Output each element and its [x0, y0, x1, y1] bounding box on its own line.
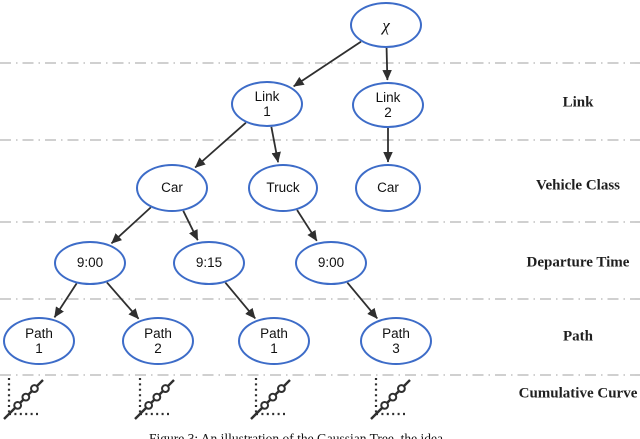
- node-label: Truck: [266, 180, 300, 196]
- tree-node-departure-900-2: 9:00: [295, 241, 367, 285]
- tree-node-path-1b: Path 1: [238, 317, 310, 365]
- tree-node-truck: Truck: [248, 164, 318, 212]
- node-label: Car: [161, 180, 183, 196]
- tree-edge: [194, 121, 247, 169]
- band-label-cumulative-curve: Cumulative Curve: [518, 385, 638, 402]
- node-label: 9:00: [317, 255, 345, 271]
- tree-node-path-2: Path 2: [122, 317, 194, 365]
- node-label: Path 2: [144, 325, 172, 356]
- tree-edge: [382, 47, 392, 81]
- cumulative-curve-icon: [370, 378, 411, 420]
- node-label: Link 1: [254, 88, 280, 119]
- band-label-path: Path: [563, 328, 593, 345]
- tree-node-root: χ: [350, 2, 422, 48]
- band-label-vehicle-class: Vehicle Class: [535, 177, 621, 194]
- tree-node-car-1: Car: [136, 164, 208, 212]
- tree-node-link-2: Link 2: [352, 82, 424, 128]
- tree-edge: [182, 210, 199, 241]
- tree-edge: [224, 282, 256, 320]
- node-label: Link 2: [375, 89, 401, 120]
- node-label: χ: [382, 15, 390, 35]
- tree-edge: [270, 126, 281, 163]
- cumulative-curve-icon: [134, 378, 175, 420]
- cumulative-curve-icon: [250, 378, 291, 420]
- tree-edge: [296, 209, 318, 242]
- tree-node-path-1a: Path 1: [3, 317, 75, 365]
- tree-edge: [346, 282, 378, 320]
- node-label: Path 1: [260, 325, 288, 356]
- band-label-link: Link: [562, 94, 594, 111]
- tree-edge: [106, 281, 140, 320]
- tree-node-link-1: Link 1: [231, 81, 303, 127]
- tree-edge: [110, 206, 152, 245]
- node-label: Path 1: [25, 325, 53, 356]
- tree-node-path-3: Path 3: [360, 317, 432, 365]
- figure-caption: Figure 3: An illustration of the Gaussia…: [149, 431, 443, 439]
- tree-node-departure-915: 9:15: [173, 241, 245, 285]
- tree-edge: [293, 40, 362, 88]
- node-label: Car: [377, 180, 399, 196]
- node-label: 9:15: [195, 255, 223, 271]
- node-label: 9:00: [76, 255, 104, 271]
- cumulative-curve-icon: [3, 378, 44, 420]
- tree-node-car-2: Car: [355, 164, 421, 212]
- band-label-departure-time: Departure Time: [526, 254, 630, 271]
- tree-node-departure-900-1: 9:00: [54, 241, 126, 285]
- tree-edge: [53, 282, 78, 318]
- node-label: Path 3: [382, 325, 410, 356]
